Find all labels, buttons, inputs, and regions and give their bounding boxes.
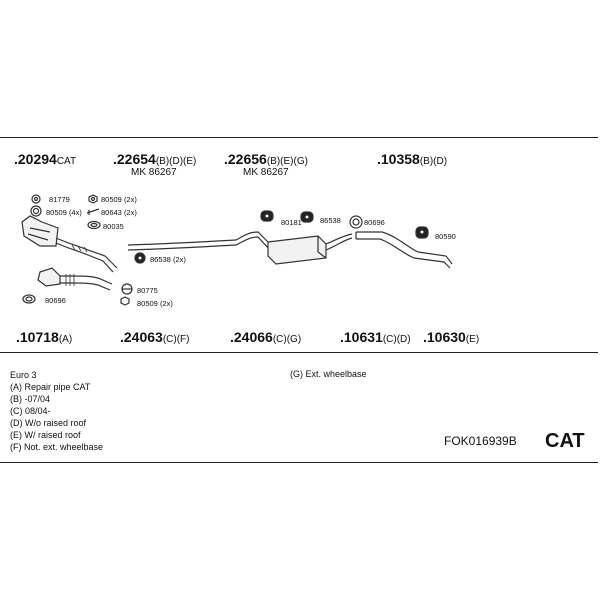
part-number-value: .22654 — [113, 151, 156, 167]
rear-silencer-icon — [267, 233, 353, 265]
part-number-suffix: CAT — [56, 156, 77, 167]
gasket-icon — [87, 220, 101, 230]
part-number-24066[interactable]: .24066(C)(G) — [230, 330, 301, 346]
part-number-20294[interactable]: .20294CAT — [14, 152, 76, 168]
part-number-suffix: (A) — [58, 334, 73, 345]
callout-80509-4x[interactable]: 80509 (4x) — [46, 208, 82, 217]
note-line: (D) W/o raised roof — [10, 418, 87, 428]
repair-pipe-icon — [37, 267, 113, 291]
part-number-suffix: (C)(G) — [272, 334, 302, 345]
callout-86538[interactable]: 86538 — [320, 216, 341, 225]
part-number-suffix: (C)(D) — [382, 334, 411, 345]
category-label: CAT — [545, 430, 585, 452]
callout-80035[interactable]: 80035 — [103, 222, 124, 231]
part-number-22654[interactable]: .22654(B)(D)(E) — [113, 152, 196, 168]
rubber-hanger-icon — [415, 226, 429, 239]
callout-80775[interactable]: 80775 — [137, 286, 158, 295]
tail-pipe-icon — [355, 231, 453, 269]
clamp-icon — [121, 283, 133, 295]
callout-86538-2x[interactable]: 86538 (2x) — [150, 255, 186, 264]
nut-icon — [88, 194, 98, 204]
part-number-suffix: (E) — [465, 334, 480, 345]
note-line: (E) W/ raised roof — [10, 430, 81, 440]
callout-80590[interactable]: 80590 — [435, 232, 456, 241]
rubber-hanger-icon — [300, 211, 314, 223]
callout-80643-2x[interactable]: 80643 (2x) — [101, 208, 137, 217]
note-line: Euro 3 — [10, 370, 37, 380]
callout-80696[interactable]: 80696 — [45, 296, 66, 305]
note-line: (A) Repair pipe CAT — [10, 382, 91, 392]
clamp-ring-icon — [349, 215, 363, 229]
part-number-value: .24063 — [120, 329, 163, 345]
part-number-value: .10358 — [377, 151, 420, 167]
part-number-suffix: (B)(D) — [419, 156, 448, 167]
part-number-22656[interactable]: .22656(B)(E)(G) — [224, 152, 308, 168]
part-number-value: .10630 — [423, 329, 466, 345]
callout-80696[interactable]: 80696 — [364, 218, 385, 227]
callout-80509-2x[interactable]: 80509 (2x) — [101, 195, 137, 204]
callout-80181[interactable]: 80181 — [281, 218, 302, 227]
nut-icon — [120, 296, 130, 306]
product-code: FOK016939B — [444, 434, 517, 448]
gasket-icon — [22, 294, 36, 304]
catalytic-converter-icon — [21, 215, 118, 273]
part-number-10631[interactable]: .10631(C)(D) — [340, 330, 411, 346]
part-number-value: .22656 — [224, 151, 267, 167]
note-line: (F) Not. ext. wheelbase — [10, 442, 104, 452]
mounting-kit-label: MK 86267 — [243, 167, 289, 178]
part-number-value: .24066 — [230, 329, 273, 345]
part-number-24063[interactable]: .24063(C)(F) — [120, 330, 189, 346]
notes-divider — [0, 352, 598, 353]
gasket-icon — [31, 194, 41, 204]
part-number-10358[interactable]: .10358(B)(D) — [377, 152, 447, 168]
part-number-value: .10718 — [16, 329, 59, 345]
clamp-ring-icon — [30, 205, 42, 217]
part-number-10718[interactable]: .10718(A) — [16, 330, 72, 346]
rubber-hanger-icon — [260, 210, 274, 222]
callout-80509-2x[interactable]: 80509 (2x) — [137, 299, 173, 308]
part-number-suffix: (C)(F) — [162, 334, 190, 345]
part-number-value: .20294 — [14, 151, 57, 167]
part-number-suffix: (B)(D)(E) — [155, 156, 197, 167]
stud-icon — [86, 208, 100, 215]
note-line: (C) 08/04- — [10, 406, 51, 416]
callout-81779[interactable]: 81779 — [49, 195, 70, 204]
notes-list: Euro 3 (A) Repair pipe CAT (B) -07/04 (C… — [10, 369, 103, 453]
part-number-suffix: (B)(E)(G) — [266, 156, 308, 167]
note-line: (G) Ext. wheelbase — [290, 369, 367, 379]
rubber-hanger-icon — [134, 252, 146, 264]
note-line: (B) -07/04 — [10, 394, 51, 404]
part-number-value: .10631 — [340, 329, 383, 345]
part-number-10630[interactable]: .10630(E) — [423, 330, 479, 346]
mounting-kit-label: MK 86267 — [131, 167, 177, 178]
intermediate-pipe-icon — [127, 231, 273, 251]
diagram-frame — [0, 137, 598, 463]
